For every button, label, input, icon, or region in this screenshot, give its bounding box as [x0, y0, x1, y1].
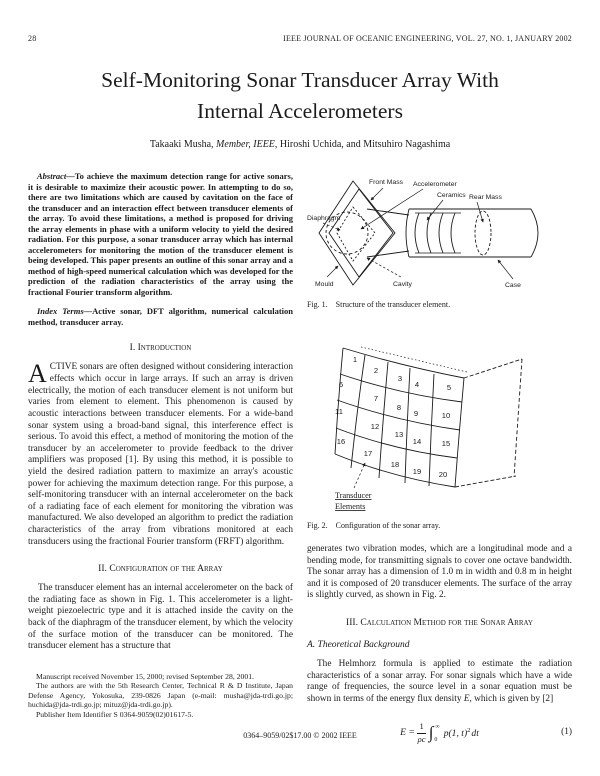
author-pre: Takaaki Musha, [149, 139, 217, 151]
section-heading-configuration: II. Configuration of the Array [98, 563, 223, 575]
theory-text-pre: The Helmhorz formula is applied to estim… [307, 658, 572, 704]
author-byline: Takaaki Musha, Member, IEEE, Hiroshi Uch… [28, 139, 572, 150]
label-accelerometer: Accelerometer [413, 181, 458, 188]
right-column: Front Mass Accelerometer Ceramics Rear M… [307, 171, 572, 748]
theoretical-background-paragraph: The Helmhorz formula is applied to estim… [307, 659, 572, 705]
element-number: 2 [374, 366, 378, 375]
element-number: 3 [398, 374, 402, 383]
element-number: 18 [391, 460, 399, 469]
element-number: 10 [442, 411, 450, 420]
element-number: 15 [442, 439, 450, 448]
subsection-theoretical-background: A. Theoretical Background [307, 640, 410, 651]
energy-flux-symbol: E [463, 693, 470, 704]
eq-lhs: E [400, 727, 407, 739]
figure-2-caption-label: Fig. 2. [307, 521, 328, 531]
element-number: 12 [371, 422, 379, 431]
figure-1: Front Mass Accelerometer Ceramics Rear M… [307, 173, 572, 310]
element-number: 1 [353, 355, 357, 364]
eq-integrand: p(1, t)2dt [443, 726, 479, 739]
section-heading-introduction: I. Introduction [129, 342, 192, 354]
eq-denominator: ρc [417, 733, 426, 744]
element-number: 19 [413, 467, 421, 476]
label-front-mass: Front Mass [369, 179, 404, 186]
lower-limit: 0 [434, 736, 438, 743]
figure-1-caption-text: Structure of the transducer element. [335, 300, 451, 310]
upper-limit: ∞ [435, 723, 440, 730]
figure-1-caption-label: Fig. 1. [307, 300, 328, 310]
drop-cap: A [28, 359, 47, 389]
eq-numerator: 1 [417, 721, 426, 734]
eq-differential: dt [471, 727, 479, 739]
element-number: 13 [395, 430, 403, 439]
figure-1-caption: Fig. 1. Structure of the transducer elem… [307, 300, 572, 310]
label-ceramics: Ceramics [437, 192, 466, 199]
page-number: 28 [28, 34, 37, 43]
footnote-identifier: Publisher Item Identifier S 0364-9059(02… [36, 709, 194, 719]
element-number: 7 [374, 394, 378, 403]
label-cavity: Cavity [393, 281, 412, 288]
element-number: 17 [364, 449, 372, 458]
theory-text-post: , which is given by [2] [469, 693, 554, 704]
element-number: 9 [414, 409, 418, 418]
abstract-text: To achieve the maximum detection range f… [28, 171, 293, 297]
journal-title: IEEE JOURNAL OF OCEANIC ENGINEERING, VOL… [283, 34, 572, 43]
abstract: Abstract—To achieve the maximum detectio… [28, 171, 293, 297]
label-diaphragm: Diaphragm [307, 215, 341, 222]
paper-title: Self-Monitoring Sonar Transducer Array W… [101, 68, 499, 123]
configuration-continued-paragraph: generates two vibration modes, which are… [307, 544, 572, 601]
element-number: 4 [415, 380, 419, 389]
running-head: 28 IEEE JOURNAL OF OCEANIC ENGINEERING, … [28, 34, 572, 43]
label-mould: Mould [315, 281, 334, 288]
eq-relation: = [409, 727, 415, 739]
label-rear-mass: Rear Mass [469, 194, 502, 201]
page-content: 28 IEEE JOURNAL OF OCEANIC ENGINEERING, … [28, 34, 572, 748]
abstract-label: Abstract— [37, 171, 75, 182]
introduction-text: CTIVE sonars are often designed without … [28, 362, 293, 547]
element-number: 11 [335, 407, 343, 416]
element-number: 20 [439, 470, 447, 479]
transducer-elements-label-line2: Elements [335, 502, 365, 511]
figure-2-caption-text: Configuration of the sonar array. [335, 521, 441, 531]
first-page-footnote: Manuscript received November 15, 2000; r… [28, 672, 293, 719]
element-number: 5 [447, 383, 451, 392]
sonar-array-diagram: 1 2 3 4 5 6 7 8 9 10 11 12 13 14 [334, 346, 523, 511]
configuration-paragraph: The transducer element has an internal a… [28, 583, 293, 652]
transducer-element-diagram: Front Mass Accelerometer Ceramics Rear M… [307, 179, 539, 289]
eq-exponent: 2 [467, 726, 471, 734]
element-number: 8 [397, 403, 401, 412]
figure-2: 1 2 3 4 5 6 7 8 9 10 11 12 13 14 [307, 346, 572, 531]
index-terms-text: Active sonar, DFT algorithm, numerical c… [28, 306, 293, 327]
index-terms: Index Terms—Active sonar, DFT algorithm,… [28, 306, 293, 327]
transducer-elements-label-line1: Transducer [335, 491, 372, 500]
element-number: 14 [413, 437, 421, 446]
footnote-manuscript: Manuscript received November 15, 2000; r… [36, 671, 254, 681]
label-case: Case [505, 282, 521, 289]
element-number: 6 [339, 380, 343, 389]
footnote-affiliation: The authors are with the 5th Research Ce… [28, 681, 293, 710]
figure-2-caption: Fig. 2. Configuration of the sonar array… [307, 521, 572, 531]
copyright-footer: 0364–9059/02$17.00 © 2002 IEEE [243, 731, 357, 740]
equation-number: (1) [561, 727, 572, 738]
section-heading-calculation-method: III. Calculation Method for the Sonar Ar… [346, 617, 533, 629]
two-column-layout: Abstract—To achieve the maximum detectio… [28, 171, 572, 748]
integral-sign: ∫ [428, 722, 434, 742]
element-number: 16 [337, 437, 345, 446]
index-terms-label: Index Terms— [37, 306, 93, 317]
integral-limits: ∞0 [434, 723, 440, 743]
author-membership: Member, IEEE [216, 139, 275, 151]
author-post: , Hiroshi Uchida, and Mitsuhiro Nagashim… [274, 139, 451, 151]
left-column: Abstract—To achieve the maximum detectio… [28, 171, 293, 748]
